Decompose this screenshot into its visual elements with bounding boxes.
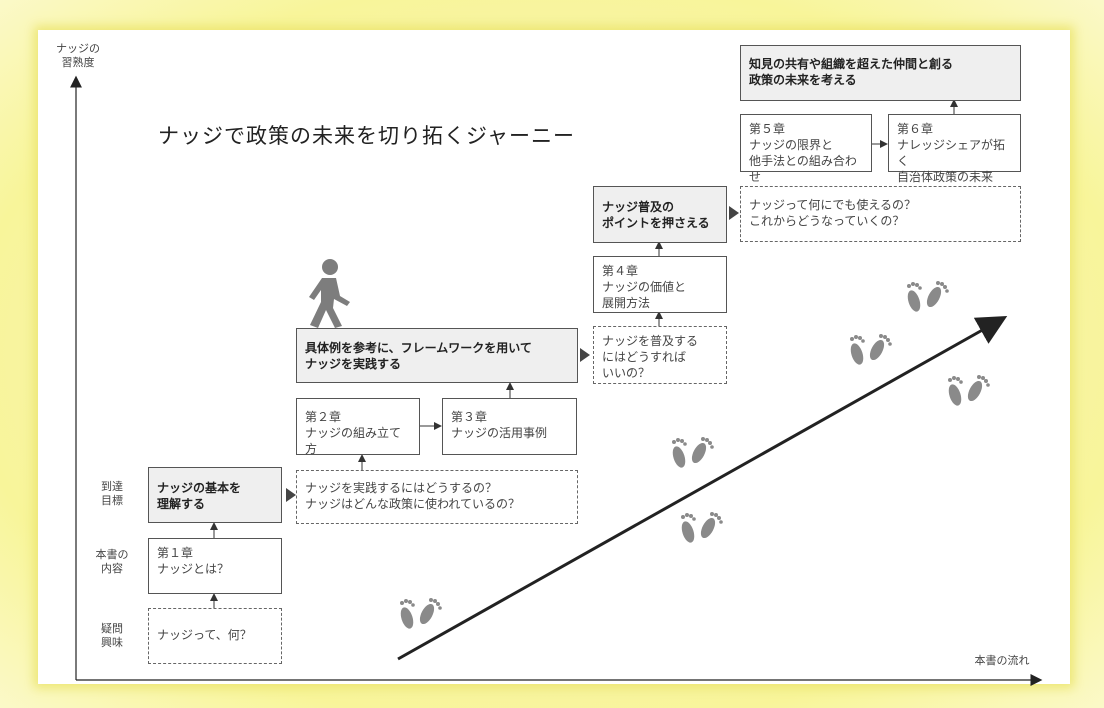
stage1-goal-box: ナッジの基本を 理解する (148, 467, 282, 523)
stage2-goal-box: 具体例を参考に、フレームワークを用いて ナッジを実践する (296, 328, 578, 383)
x-axis-label: 本書の流れ (974, 654, 1030, 667)
arrowhead-icon (729, 206, 739, 220)
arrowhead-icon (286, 488, 296, 502)
stage2-question-box: ナッジを実践するにはどうするの？ ナッジはどんな政策に使われているの？ (296, 470, 578, 524)
footprints-icon (398, 598, 442, 631)
chapter6-box: 第６章 ナレッジシェアが拓く 自治体政策の未来 (888, 114, 1021, 184)
footprints-icon (946, 375, 990, 408)
chapter3-box: 第３章 ナッジの活用事例 (442, 398, 577, 455)
stage3-goal-box: ナッジ普及の ポイントを押さえる (593, 186, 727, 243)
row-label-question: 疑問 興味 (101, 622, 123, 649)
stage4-question-box: ナッジって何にでも使えるの？ これからどうなっていくの？ (740, 186, 1021, 242)
row-label-goal: 到達 目標 (101, 480, 123, 507)
stage3-question-box: ナッジを普及する にはどうすれば いいの？ (593, 326, 727, 384)
stage4-goal-box: 知見の共有や組織を超えた仲間と創る 政策の未来を考える (740, 45, 1021, 101)
footprints-icon (848, 334, 892, 367)
footprints-icon (670, 437, 714, 470)
stage1-question-box: ナッジって、何？ (148, 608, 282, 664)
row-label-content: 本書の 内容 (95, 548, 129, 575)
footprints-icon (679, 512, 723, 545)
progress-arrow (397, 316, 1008, 661)
chapter1-box: 第１章 ナッジとは？ (148, 538, 282, 594)
chapter5-box: 第５章 ナッジの限界と 他手法との組み合わせ (740, 114, 872, 184)
y-axis-label: ナッジの 習熟度 (56, 42, 100, 69)
arrowhead-icon (580, 348, 590, 362)
chapter4-box: 第４章 ナッジの価値と 展開方法 (593, 256, 727, 313)
walking-person-icon (309, 259, 350, 328)
footprints-icon (905, 281, 949, 314)
diagram-title: ナッジで政策の未来を切り拓くジャーニー (158, 124, 575, 148)
chapter2-box: 第２章 ナッジの組み立て方 (296, 398, 420, 456)
